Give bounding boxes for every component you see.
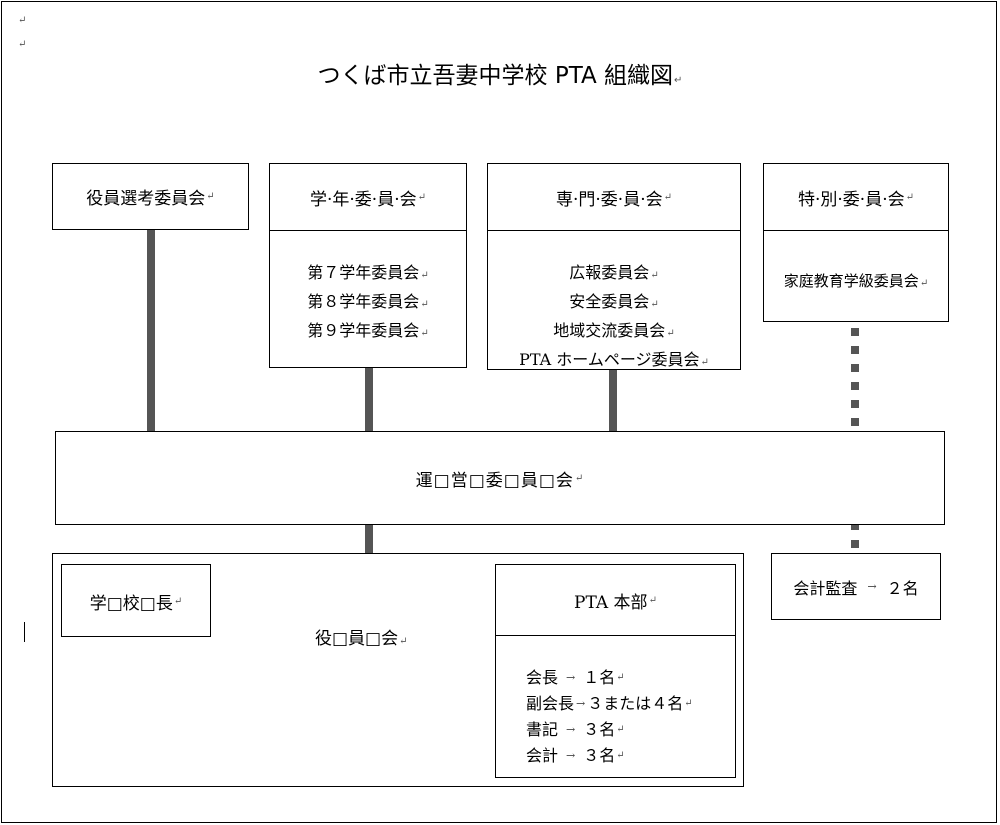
specialist-committee-box: 専·門·委·員·会↵ 広報委員会↵ 安全委員会↵ 地域交流委員会↵ PTA ホー…: [487, 163, 741, 370]
list-item: 地域交流委員会↵: [553, 321, 675, 340]
list-item: 家庭教育学級委員会↵: [783, 272, 929, 290]
principal-box: 学□校□長↵: [61, 564, 211, 637]
special-committee-box: 特·別·委·員·会↵ 家庭教育学級委員会↵: [763, 163, 949, 322]
dashed-connector-segment: [851, 524, 859, 530]
connector-specialist: [609, 369, 617, 432]
steering-committee-box: 運□営□委□員□会↵: [55, 431, 945, 525]
box-divider: [270, 230, 466, 231]
principal-label: 学□校□長↵: [89, 594, 183, 614]
list-item: 会長→１名↵: [526, 668, 625, 687]
box-divider: [764, 230, 948, 231]
diagram-title: つくば市立吾妻中学校 PTA 組織図↵: [317, 63, 683, 89]
election-committee-box: 役員選考委員会↵: [52, 163, 249, 230]
dashed-connector-segment: [851, 382, 859, 390]
officer-role-list: 会長→１名↵ 副会長→３または４名↵ 書記→３名↵ 会計→３名↵: [526, 665, 693, 769]
list-item: 会計→３名↵: [526, 746, 625, 765]
list-item: 第７学年委員会↵: [307, 263, 429, 282]
list-item: PTA ホームページ委員会↵: [519, 350, 709, 369]
dashed-connector-segment: [851, 400, 859, 408]
election-committee-label: 役員選考委員会↵: [86, 189, 215, 209]
auditor-box: 会計監査→２名: [771, 553, 941, 620]
dashed-connector-segment: [851, 346, 859, 354]
grade-committee-list: 第７学年委員会↵ 第８学年委員会↵ 第９学年委員会↵: [270, 260, 466, 347]
box-divider: [496, 635, 735, 636]
pta-headquarters-heading: PTA 本部↵: [574, 592, 657, 613]
dashed-connector-segment: [851, 328, 859, 336]
list-item: 安全委員会↵: [569, 292, 659, 311]
grade-committee-heading: 学·年·委·員·会↵: [309, 189, 426, 210]
connector-grade: [365, 367, 373, 432]
steering-committee-label: 運□営□委□員□会↵: [415, 470, 585, 491]
officers-board-label: 役□員□会↵: [315, 629, 408, 649]
list-item: 副会長→３または４名↵: [526, 694, 693, 713]
list-item: 広報委員会↵: [569, 263, 659, 282]
box-divider: [488, 230, 740, 231]
list-item: 第９学年委員会↵: [307, 321, 429, 340]
connector-election: [147, 229, 155, 432]
dashed-connector-segment: [851, 364, 859, 372]
list-item: 書記→３名↵: [526, 720, 625, 739]
special-committee-heading: 特·別·委·員·会↵: [797, 189, 914, 210]
list-item: 第８学年委員会↵: [307, 292, 429, 311]
pta-headquarters-box: PTA 本部↵ 会長→１名↵ 副会長→３または４名↵ 書記→３名↵ 会計→３名↵: [495, 564, 736, 778]
auditor-label: 会計監査→２名: [793, 578, 919, 598]
specialist-committee-list: 広報委員会↵ 安全委員会↵ 地域交流委員会↵ PTA ホームページ委員会↵: [488, 260, 740, 376]
paragraph-mark: ↵: [18, 39, 27, 50]
dashed-connector-segment: [851, 418, 859, 426]
special-committee-list: 家庭教育学級委員会↵: [764, 268, 948, 297]
specialist-committee-heading: 専·門·委·員·会↵: [555, 189, 672, 210]
connector-officers: [365, 524, 373, 567]
dashed-connector-segment: [851, 540, 859, 548]
grade-committee-box: 学·年·委·員·会↵ 第７学年委員会↵ 第８学年委員会↵ 第９学年委員会↵: [269, 163, 467, 368]
text-cursor: [24, 622, 25, 642]
paragraph-mark: ↵: [18, 15, 27, 26]
